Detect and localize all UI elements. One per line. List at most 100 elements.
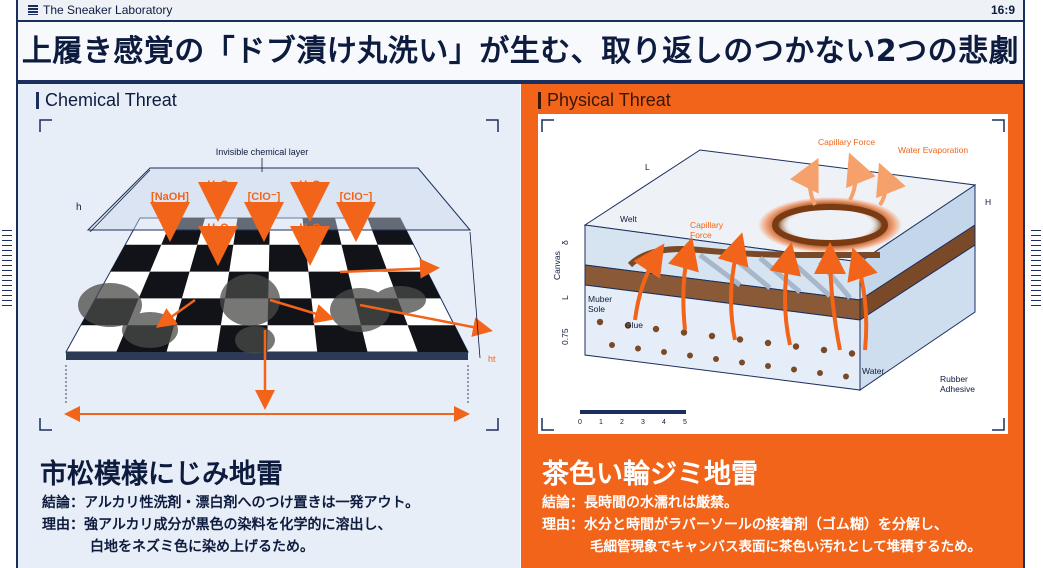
brand: The Sneaker Laboratory: [28, 3, 172, 17]
chemical-section-label: Chemical Threat: [45, 90, 177, 110]
label-rubber: Rubber: [940, 374, 968, 384]
label-water: Water: [862, 366, 885, 376]
dim-label-h: h: [76, 202, 82, 213]
title-divider: [18, 80, 1023, 84]
label-muber: Muber: [588, 294, 612, 304]
section-marker: [538, 92, 541, 109]
chemical-section-title: Chemical Threat: [36, 90, 177, 111]
reason-text-1: 強アルカリ成分が黒色の染料を化学的に溶出し、: [84, 517, 392, 533]
label-dim-l2: L: [560, 295, 570, 300]
page-title: 上履き感覚の「ドブ漬け丸洗い」が生む、取り返しのつかない2つの悲劇: [21, 34, 1020, 69]
label-glue: Glue: [625, 320, 643, 330]
label-dim-delta: δ: [560, 240, 570, 245]
menu-icon: [28, 5, 38, 15]
water-dot: [596, 318, 604, 326]
water-dot: [843, 373, 849, 380]
reason-label: 理由：: [542, 517, 584, 533]
section-marker: [36, 92, 39, 109]
water-dot: [609, 342, 615, 348]
physical-reason: 理由：水分と時間がラバーソールの接着剤（ゴム糊）を分解し、: [542, 514, 1020, 536]
checker-square: [407, 325, 468, 352]
reason-text-1: 水分と時間がラバーソールの接着剤（ゴム糊）を分解し、: [584, 517, 948, 533]
conclusion-text: アルカリ性洗剤・漂白剤へのつけ置きは一発アウト。: [84, 495, 420, 511]
scale-5: 5: [683, 419, 687, 426]
water-dot: [713, 356, 719, 362]
chem-label-hypochlorite-2: [ClO⁻]: [340, 191, 373, 203]
label-adhesive: Adhesive: [940, 384, 975, 394]
aspect-ratio: 16:9: [990, 3, 1015, 17]
label-sole: Sole: [588, 304, 605, 314]
scale-1: 1: [599, 419, 603, 426]
water-dot: [680, 329, 688, 336]
label-dim-075: 0.75: [560, 328, 570, 345]
water-dot: [661, 349, 667, 355]
chemical-headline: 市松模様にじみ地雷: [40, 459, 283, 490]
frame-corners-right: [541, 119, 1005, 431]
label-dim-h: H: [985, 197, 991, 207]
label-capillary-mid-1: Capillary: [690, 220, 724, 230]
label-water-evaporation: Water Evaporation: [898, 145, 968, 155]
left-edge-ticks: [2, 230, 12, 310]
checker-square: [110, 244, 162, 272]
label-capillary-mid-2: Force: [690, 230, 712, 240]
water-dot: [736, 336, 744, 343]
water-dot: [764, 339, 772, 347]
reason-label: 理由：: [42, 517, 84, 533]
chemical-explanation: 結論：アルカリ性洗剤・漂白剤へのつけ置きは一発アウト。 理由：強アルカリ成分が黒…: [42, 492, 512, 558]
spread-arrows: [155, 258, 493, 410]
scale-3: 3: [641, 419, 645, 426]
scale-4: 4: [662, 419, 666, 426]
scale-0: 0: [578, 419, 582, 426]
water-dot: [739, 359, 745, 366]
water-dot: [817, 370, 823, 376]
dimension-lines: [65, 169, 481, 405]
water-dot: [765, 363, 771, 369]
water-dot: [652, 325, 660, 333]
dim-label-ht: ht: [488, 354, 496, 364]
label-welt: Welt: [620, 214, 637, 224]
conclusion-text: 長時間の水濡れは厳禁。: [584, 495, 738, 511]
right-edge-ticks: [1031, 230, 1041, 310]
chem-label-naoh: [NaOH]: [151, 191, 189, 203]
frame-corners: [39, 119, 499, 431]
chemical-arrows: [150, 182, 376, 266]
water-dot: [687, 352, 693, 359]
water-dot: [791, 366, 797, 373]
physical-explanation: 結論：長時間の水濡れは厳禁。 理由：水分と時間がラバーソールの接着剤（ゴム糊）を…: [542, 492, 1020, 558]
chemical-layer-label: Invisible chemical layer: [216, 147, 309, 157]
checker-square: [308, 271, 355, 299]
chemical-conclusion: 結論：アルカリ性洗剤・漂白剤へのつけ置きは一発アウト。: [42, 492, 512, 514]
checker-square: [314, 325, 368, 352]
top-bar: The Sneaker Laboratory 16:9: [16, 0, 1025, 22]
conclusion-label: 結論：: [42, 495, 84, 511]
checker-square: [138, 271, 190, 299]
water-dot: [624, 322, 632, 329]
brand-label: The Sneaker Laboratory: [43, 3, 173, 17]
label-capillary-force-top: Capillary Force: [818, 137, 875, 147]
water-dot: [820, 346, 828, 354]
label-dim-l: L: [645, 162, 650, 172]
water-dot: [848, 350, 856, 357]
label-canvas: Canvas: [552, 251, 562, 280]
physical-section-label: Physical Threat: [547, 90, 671, 110]
water-dot: [792, 343, 800, 350]
reason-text-2: 白地をネズミ色に染め上げるため。: [90, 539, 314, 555]
checker-square: [341, 244, 388, 272]
scale-bar: 0 1 2 3 4 5: [578, 410, 687, 426]
capillary-arrows: [633, 232, 878, 351]
physical-conclusion: 結論：長時間の水濡れは厳禁。: [542, 492, 1020, 514]
chemical-reason: 理由：強アルカリ成分が黒色の染料を化学的に溶出し、: [42, 514, 512, 536]
chem-label-hypochlorite-1: [ClO⁻]: [248, 191, 281, 203]
water-dot: [635, 345, 641, 352]
physical-section-title: Physical Threat: [538, 90, 671, 111]
conclusion-label: 結論：: [542, 495, 584, 511]
water-droplets: [596, 318, 856, 380]
checker-square: [367, 218, 414, 245]
scale-2: 2: [620, 419, 624, 426]
evaporation-arrows: [789, 152, 906, 207]
physical-headline: 茶色い輪ジミ地雷: [542, 459, 758, 490]
reason-text-2: 毛細管現象でキャンバス表面に茶色い汚れとして堆積するため。: [590, 539, 982, 555]
water-dot: [708, 332, 716, 340]
